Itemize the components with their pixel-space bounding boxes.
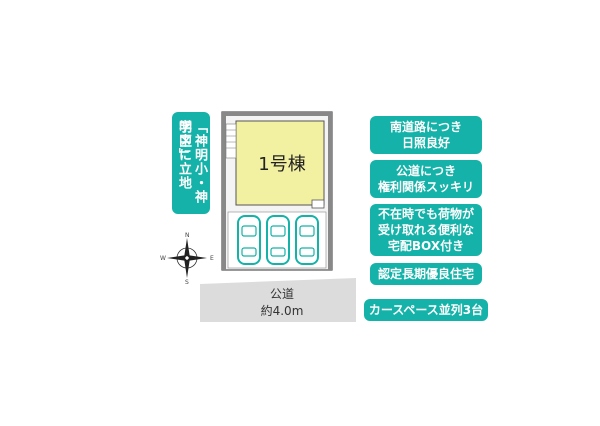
lot-wall [222, 112, 226, 270]
feature-badge-long-term-housing: 認定長期優良住宅 [370, 263, 482, 285]
feature-line: 日照良好 [401, 136, 450, 150]
compass-west-label: W [160, 255, 166, 262]
road-label: 公道 約4.0m [252, 286, 312, 320]
car [237, 215, 261, 265]
car [266, 215, 290, 265]
road-type: 公道 [269, 287, 294, 301]
house-label: 1号棟 [258, 154, 306, 175]
car [295, 215, 319, 265]
public-road [200, 278, 356, 322]
compass-east-label: E [210, 255, 214, 262]
feature-line: 不在時でも荷物が [377, 207, 474, 221]
road-width: 約4.0m [260, 304, 304, 318]
feature-line: 宅配BOX付き [387, 239, 465, 253]
compass-north-label: N [185, 232, 190, 239]
feature-line: 公道につき [395, 164, 456, 178]
feature-line: 南道路につき [389, 120, 462, 134]
feature-line: 権利関係スッキリ [377, 180, 474, 194]
compass-rose-icon [167, 238, 207, 278]
feature-line: 認定長期優良住宅 [377, 267, 474, 281]
feature-badge-delivery-box: 不在時でも荷物が 受け取れる便利な 宅配BOX付き [370, 204, 482, 256]
feature-badge-public-road: 公道につき 権利関係スッキリ [370, 160, 482, 198]
lot-wall [222, 112, 332, 116]
feature-badge-parking: カースペース並列3台 [364, 299, 488, 321]
lot-wall [328, 112, 332, 270]
compass-south-label: S [185, 279, 189, 286]
school-zone-line2: 学区に立地 [176, 120, 191, 190]
house-footprint [235, 120, 325, 206]
school-zone-line1: 「神明小・神明中」 [176, 120, 207, 204]
feature-line: 受け取れる便利な [377, 223, 474, 237]
entrance-steps [225, 123, 237, 159]
school-zone-label: 「神明小・神明中」 学区に立地 [172, 112, 210, 214]
feature-line: カースペース並列3台 [368, 303, 484, 317]
feature-badge-sunlight: 南道路につき 日照良好 [370, 116, 482, 154]
delivery-box [311, 199, 325, 209]
